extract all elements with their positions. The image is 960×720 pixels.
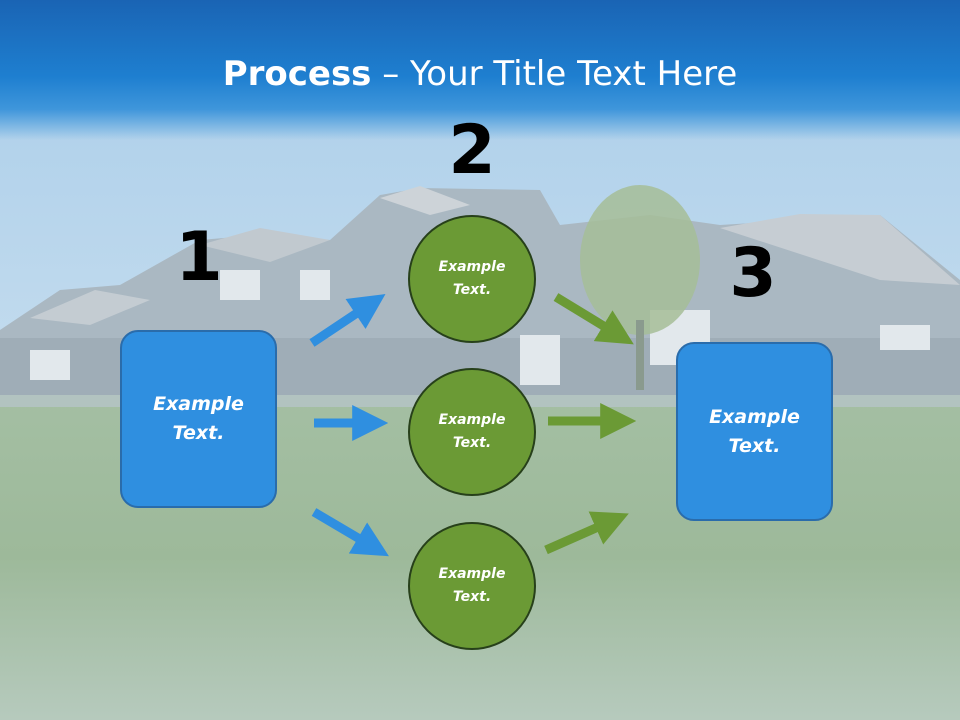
slide-title: Process – Your Title Text Here xyxy=(0,52,960,96)
step-number-1: 1 xyxy=(175,218,223,297)
arrow-up-right-green xyxy=(544,511,629,555)
arrow-up-right-blue xyxy=(309,294,386,347)
step-number-2: 2 xyxy=(448,111,496,190)
title-bar xyxy=(0,0,960,140)
circle-middle-text: Example Text. xyxy=(438,412,506,451)
arrow-down-right-green xyxy=(553,293,634,345)
circle-top-text: Example Text. xyxy=(438,259,506,298)
step3-box: Example Text. xyxy=(676,342,833,521)
process-circle-bottom: Example Text. xyxy=(408,522,536,650)
arrow-down-right-blue xyxy=(311,508,389,557)
title-rest: – Your Title Text Here xyxy=(371,54,738,94)
title-bold: Process xyxy=(222,54,372,94)
step1-box-text: Example Text. xyxy=(153,393,244,444)
process-circle-top: Example Text. xyxy=(408,215,536,343)
step-number-3: 3 xyxy=(729,234,777,313)
step1-box: Example Text. xyxy=(120,330,277,508)
step3-box-text: Example Text. xyxy=(709,405,800,457)
circle-bottom-text: Example Text. xyxy=(438,566,506,605)
process-circle-middle: Example Text. xyxy=(408,368,536,496)
